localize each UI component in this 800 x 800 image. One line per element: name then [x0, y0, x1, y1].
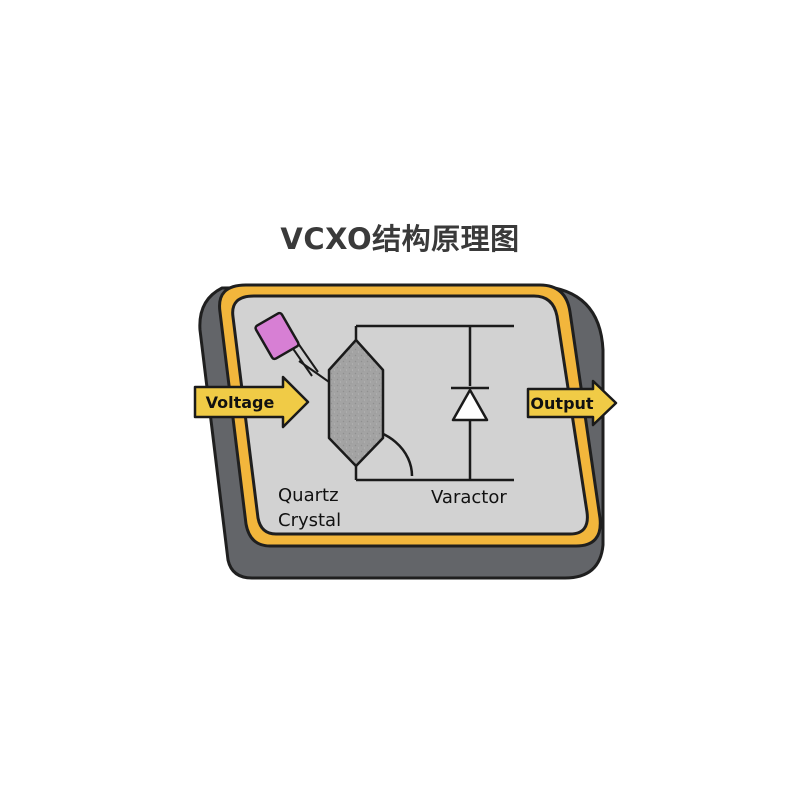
output-arrow: Output: [526, 379, 618, 427]
crystal-lead-wire: [298, 360, 330, 383]
varactor-label: Varactor: [431, 487, 507, 508]
quartz-crystal-label-line2: Crystal: [278, 510, 341, 531]
varactor-diode: [451, 386, 489, 422]
page-title: VCXO结构原理图: [280, 222, 520, 256]
quartz-crystal-label-line1: Quartz: [278, 485, 339, 506]
quartz-crystal: [327, 338, 385, 468]
voltage-arrow: Voltage: [193, 375, 310, 429]
voltage-label: Voltage: [206, 393, 275, 412]
capacitor-component: [254, 311, 319, 377]
package-face: [231, 294, 589, 536]
output-label: Output: [530, 394, 593, 413]
